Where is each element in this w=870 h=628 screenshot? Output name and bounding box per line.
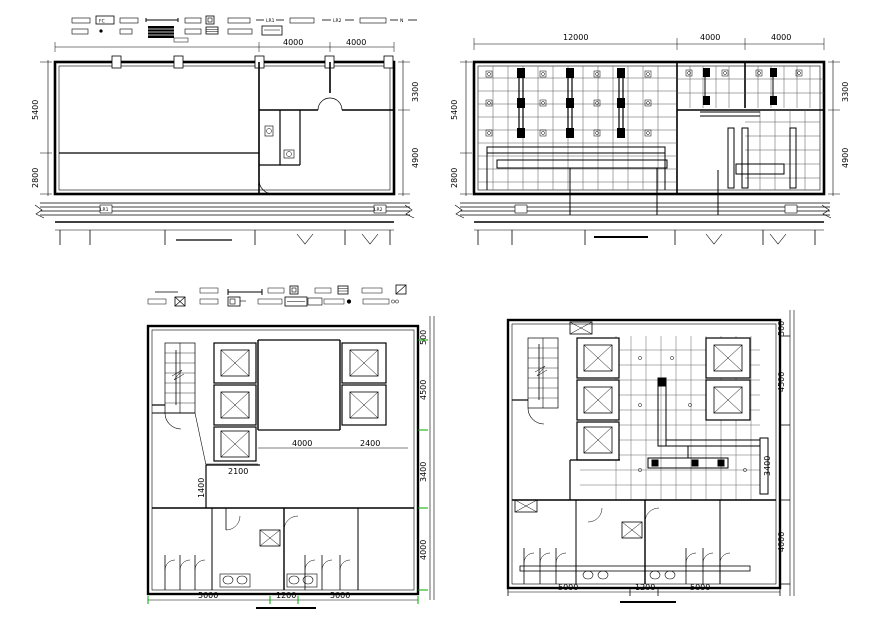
dim-bl-inner-1: 4000 — [292, 439, 312, 448]
dim-bl-inner-4: 1400 — [197, 478, 206, 498]
plan-top-right — [454, 38, 840, 245]
dim-tr-top-3: 4000 — [771, 33, 791, 42]
dim-bl-right-1: 500 — [419, 330, 428, 345]
dim-tl-left-1: 5400 — [31, 100, 40, 120]
dim-tl-right-1: 3300 — [411, 82, 420, 102]
dim-br-bottom-3: 5000 — [690, 583, 710, 592]
dim-bl-bottom-1: 5000 — [198, 591, 218, 600]
dim-br-right-2: 4500 — [777, 372, 786, 392]
dim-tl-right-2: 4900 — [411, 148, 420, 168]
dim-bl-bottom-2: 1200 — [276, 591, 296, 600]
dim-bl-inner-3: 2100 — [228, 467, 248, 476]
label-tl-lr1: LR1 — [100, 207, 109, 213]
label-tl-lr2: LR2 — [374, 207, 383, 213]
dim-tl-top-1: 4000 — [283, 38, 303, 47]
legend-fc: FC — [99, 19, 105, 25]
legend-n: N — [400, 18, 403, 24]
plan-bottom-left-dims: 500 4500 3400 4000 4000 2400 2100 1400 5… — [197, 330, 428, 600]
legend-top-left: FC LR1 LR2 N — [71, 15, 417, 43]
dim-tr-right-1: 3300 — [841, 82, 850, 102]
plan-bottom-right — [506, 310, 795, 603]
plan-bottom-left — [146, 316, 435, 609]
plan-top-left-dims: 4000 4000 5400 2800 3300 4900 LR1 LR2 — [31, 38, 420, 213]
dim-br-right-1: 500 — [777, 321, 786, 336]
plan-bottom-right-dims: 500 4500 3400 4000 5000 1200 5000 — [558, 321, 786, 592]
dim-bl-inner-2: 2400 — [360, 439, 380, 448]
legend-middle — [147, 284, 407, 307]
legend-lr1: LR1 — [266, 18, 275, 24]
dim-tr-top-2: 4000 — [700, 33, 720, 42]
dim-br-right-3: 3400 — [763, 456, 772, 476]
dim-br-bottom-1: 5000 — [558, 583, 578, 592]
dim-bl-right-4: 4000 — [419, 540, 428, 560]
dim-br-bottom-2: 1200 — [635, 583, 655, 592]
dim-tr-right-2: 4900 — [841, 148, 850, 168]
dim-tr-left-1: 5400 — [450, 100, 459, 120]
dim-bl-right-3: 3400 — [419, 462, 428, 482]
dim-tl-left-2: 2800 — [31, 168, 40, 188]
dim-tr-left-2: 2800 — [450, 168, 459, 188]
dim-tr-top-1: 12000 — [563, 33, 588, 42]
plan-top-left — [34, 42, 415, 245]
dim-br-right-4: 4000 — [777, 532, 786, 552]
dim-tl-top-2: 4000 — [346, 38, 366, 47]
legend-lr2: LR2 — [333, 18, 342, 24]
dim-bl-bottom-3: 5000 — [330, 591, 350, 600]
dim-bl-right-2: 4500 — [419, 380, 428, 400]
plan-top-right-dims: 12000 4000 4000 5400 2800 3300 4900 — [450, 33, 850, 188]
